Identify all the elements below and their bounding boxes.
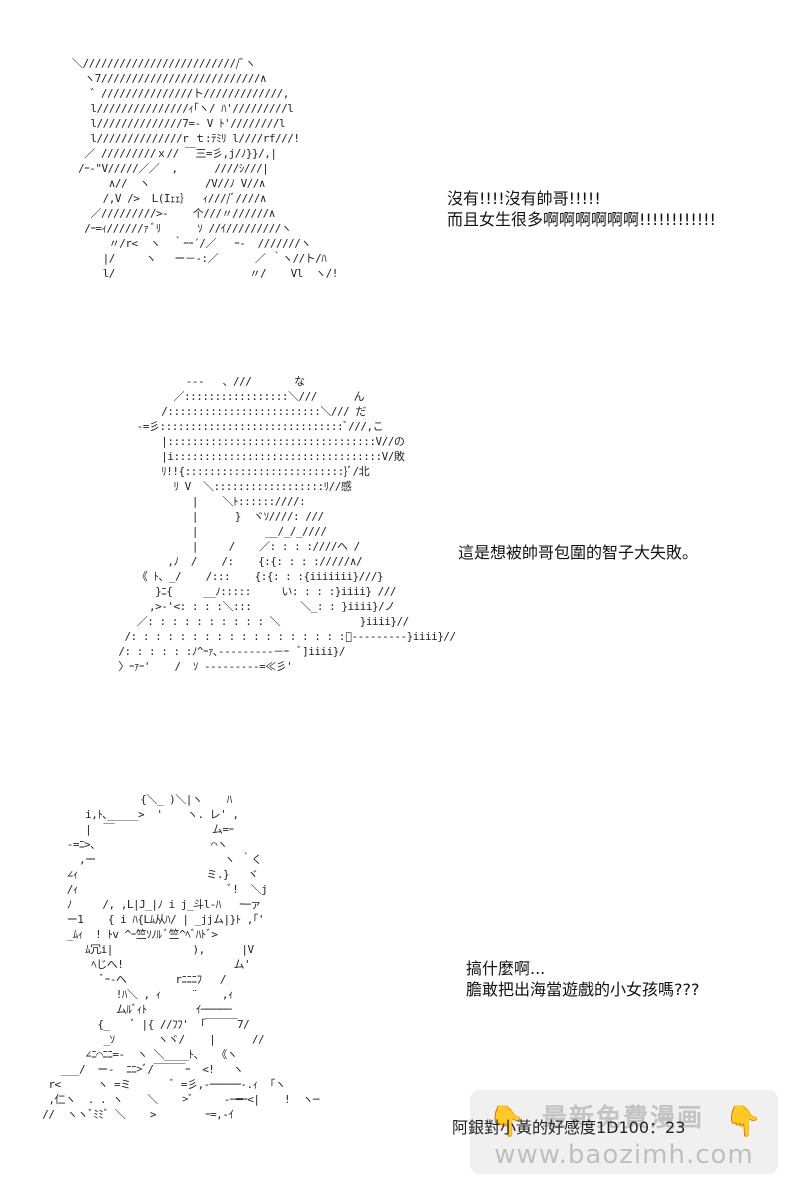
ascii-art-line: | ￣ ム=ｰ [30,823,234,836]
ascii-art-line: |::::::::::::::::::::::::::::::::::V//の [100,435,405,448]
caption-3: 搞什麼啊... 膽敢把出海當遊戲的小女孩嗎??? [466,958,699,1000]
ascii-art-line: | } ヾｿ////: /// [100,510,324,523]
ascii-art-line: ／ /////////ｘ// ￣三=彡,j/ﾉ}}/,| [72,147,277,160]
panel-2: --- 、/// な ／:::::::::::::::::＼/// ん /:::… [0,360,800,740]
ascii-art-3: {＼_ )＼|ヽ ﾊ i,ﾄ､_____> ' ヽ. レ' , | ￣ ム=ｰ … [30,792,319,1122]
panel-1: ＼//////////////////////////ﾞヽ ヽ7////////… [0,0,800,340]
ascii-art-line: | / ／: : : :////ヘ / [100,540,360,553]
ascii-art-line: /,V /> L(Iｪｪ｝ ｨ////ﾞ////∧ [72,192,267,205]
ascii-art-line: ∧// ヽ /V//ﾉ V//∧ [72,177,266,190]
ascii-art-line: ﾘ!!{::::::::::::::::::::::::::}ﾞ/北 [100,465,370,478]
caption-2-line-1: 這是想被帥哥包圍的智子大失敗。 [458,543,699,562]
ascii-art-line: _ｿ ヽヾ/ | // [30,1033,265,1046]
ascii-art-line: // ヽヽﾞﾐﾐﾞ ＼ > ｰ=,-ｲ [30,1108,234,1121]
watermark-banner: 👇 最新免費漫画 👇 www.baozimh.com [470,1090,778,1174]
ascii-art-line: 〉ｰｧｰ' / ｿ ---------=≪彡' [100,660,293,673]
ascii-art-line: --- 、/// な [100,375,305,388]
ascii-art-line: i,ﾄ､_____> ' ヽ. レ' , [30,808,239,821]
ascii-art-line: ,ー ヽ ｀く [30,853,262,866]
affinity-roll-text: 阿銀對小黃的好感度1D100：23 [452,1118,686,1137]
caption-1-line-1: 沒有!!!!沒有帥哥!!!!! [447,189,601,208]
caption-1: 沒有!!!!沒有帥哥!!!!! 而且女生很多啊啊啊啊啊啊!!!!!!!!!!!! [447,188,716,230]
ascii-art-line: ﾍじへ! ム' [30,958,251,971]
ascii-art-line: ﾉ /, ,L|J_|ﾉ i j_斗l-ﾊ ｰ─ァ [30,898,262,911]
ascii-art-line: ﾞｰ‐へ rﾆﾆﾆﾌ / [30,973,227,986]
ascii-art-line: l//////////////7=- V ﾄ'////////l [72,117,286,130]
ascii-art-line: l///////////////ｨ｢ヽ/ ﾊ'/////////l [72,102,294,115]
pointing-hand-icon: 👇 [724,1104,762,1139]
panel-3: {＼_ )＼|ヽ ﾊ i,ﾄ､_____> ' ヽ. レ' , | ￣ ム=ｰ … [0,780,800,1200]
ascii-art-line: ﾑ冗i| ), |V [30,943,254,956]
ascii-art-line: ヽ7//////////////////////////∧ [72,72,267,85]
ascii-art-line: /ｰ-"V/////／／ , ////ｼ///| [72,162,269,175]
ascii-art-line: {＼_ )＼|ヽ ﾊ [30,793,232,806]
ascii-art-2: --- 、/// な ／:::::::::::::::::＼/// ん /:::… [100,374,456,674]
ascii-art-line: ___/ ー- ﾆﾆ>ﾞ/￣￣￣ｰ <! ヽ [30,1063,244,1076]
ascii-art-line: r< ヽ =ミ ﾞ =彡,-─────-.ｨ ｢ヽ [30,1078,286,1091]
ascii-art-line: /: : : : : :ﾉ^ｰｧ､---------－ｰ ﾞ]iiii}/ [100,645,346,658]
ascii-art-line: ,ﾉ / /: {:{: : : ://///∧/ [100,555,363,568]
ascii-art-line: /ｰ=ｨ//////ｧ ﾞﾘ ｿ //ｲ/////////ヽ [72,222,292,235]
ascii-art-line: | ＼ﾄ::::::////: [100,495,306,508]
ascii-art-line: ＼//////////////////////////ﾞヽ [72,57,256,70]
ascii-art-line: 《 ﾄ、_/ /::: {:{: : :{iiiiiii}///} [100,570,384,583]
caption-3-line-2: 膽敢把出海當遊戲的小女孩嗎??? [466,980,700,999]
ascii-art-line: |i::::::::::::::::::::::::::::::::::V/敗 [100,450,405,463]
ascii-art-line: /ｨ ﾞ! ＼j [30,883,268,896]
ascii-art-line: /: : : : : : : : : : : : : : : : : :ﾞ---… [100,630,456,643]
ascii-art-line: /:::::::::::::::::::::::::＼/// だ [100,405,366,418]
ascii-art-line: 〃/r< ヽ ｀ｰｰ´/／ ｰ- ///////ヽ [72,237,312,250]
watermark-url: www.baozimh.com [494,1140,754,1170]
ascii-art-line: |/ ヽ ー－-:／ ／ ｀ヽ//ト/ﾊ [72,252,327,265]
ascii-art-line: ／:::::::::::::::::＼/// ん [100,390,365,403]
ascii-art-line: ／: : : : : : : : : : ＼ }iiii}// [100,615,410,628]
caption-1-line-2: 而且女生很多啊啊啊啊啊啊!!!!!!!!!!!! [447,210,716,229]
ascii-art-line: _ﾑｨ ! ﾄv ^ｰ竺ｿﾉﾙ ﾞ竺^ﾍﾞﾊﾄﾞ> [30,928,218,941]
ascii-art-line: !ﾊ＼ , ｨ ¨ ,ｨ [30,988,234,1001]
ascii-art-line: ／/////////>- 个///〃//////∧ [72,207,275,220]
ascii-art-line: l/ 〃/ Vl ヽ/! [72,267,339,280]
caption-3-line-1: 搞什麼啊... [466,959,546,978]
ascii-art-line: ∠ｨ ミ.} ヾ [30,868,259,881]
ascii-art-line: ﾘ V ＼::::::::::::::::::ﾘ//感 [100,480,352,493]
watermark-title: 最新免費漫画 [541,1103,704,1132]
ascii-art-line: ,仁ヽ . . ヽ ＼ >ﾞ -─━ｰ<| ! ヽ─ [30,1093,320,1106]
ascii-art-line: -=ﾆ>、 ⌒ヽ [30,838,228,851]
pointing-hand-icon: 👇 [488,1104,526,1139]
ascii-art-line: ゛///////////////ト/////////////, [72,87,289,100]
ascii-art-line: ,>-'<: : : :＼::: ＼_: : }iiii}/ノ [100,600,395,613]
ascii-art-line: | __/_/_//// [100,525,327,538]
ascii-art-line: ∠ﾆ⌒ﾆﾆ=- ヽ ＼____ﾄ、 《ヽ [30,1048,238,1061]
ascii-art-line: ー1 { i ﾊ{Lﾑ从ﾊ/ | _jjム|}ﾄ ,｢' [30,913,265,926]
ascii-art-line: {_ ﾞ |{ //ﾌﾌ' ｢￣￣￣7/ [30,1018,250,1031]
ascii-art-line: -=彡::::::::::::::::::::::::::::::ﾞ///,こ [100,420,384,433]
ascii-art-line: ムﾙﾞｨﾄ ｲ───── [30,1003,232,1016]
ascii-art-line: l//////////////r ｔ:ﾃﾐﾘ l////rf///! [72,132,300,145]
caption-2: 這是想被帥哥包圍的智子大失敗。 [458,542,698,563]
ascii-art-line: }ﾆ{ __ﾉ::::: い: : : :}iiii} /// [100,585,397,598]
ascii-art-1: ＼//////////////////////////ﾞヽ ヽ7////////… [72,56,338,281]
